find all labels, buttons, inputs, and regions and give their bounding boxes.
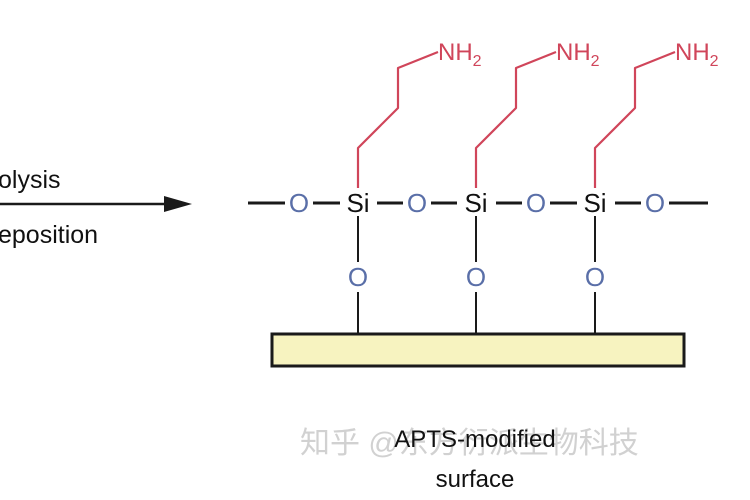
process-label-hydrolysis: olysis — [0, 166, 61, 194]
oxygen-atom-anchor-1: O — [348, 262, 368, 292]
silicon-atom-3: Si — [583, 188, 606, 218]
reaction-arrow-head — [164, 196, 192, 212]
oxygen-atom-backbone-1: O — [289, 188, 309, 218]
anchor-bonds — [357, 216, 596, 334]
chain-3 — [593, 50, 676, 188]
silicon-atom-2: Si — [464, 188, 487, 218]
propylamine-chains — [356, 50, 676, 188]
amine-group-1: NH2 — [438, 39, 482, 70]
oxygen-atom-anchor-2: O — [466, 262, 486, 292]
caption-line-1: APTS-modified — [394, 426, 555, 453]
oxygen-atom-anchor-3: O — [585, 262, 605, 292]
amine-group-2: NH2 — [556, 39, 600, 70]
caption-line-2: surface — [436, 466, 515, 493]
substrate — [270, 332, 686, 368]
watermark: 知乎 @东方衍派生物科技 — [300, 427, 639, 460]
process-label-deposition: eposition — [0, 221, 98, 249]
chain-1 — [356, 50, 439, 188]
oxygen-atom-backbone-4: O — [645, 188, 665, 218]
chain-2 — [474, 50, 557, 188]
silicon-atom-1: Si — [346, 188, 369, 218]
amine-group-3: NH2 — [675, 39, 719, 70]
oxygen-atom-backbone-2: O — [407, 188, 427, 218]
oxygen-atom-backbone-3: O — [526, 188, 546, 218]
